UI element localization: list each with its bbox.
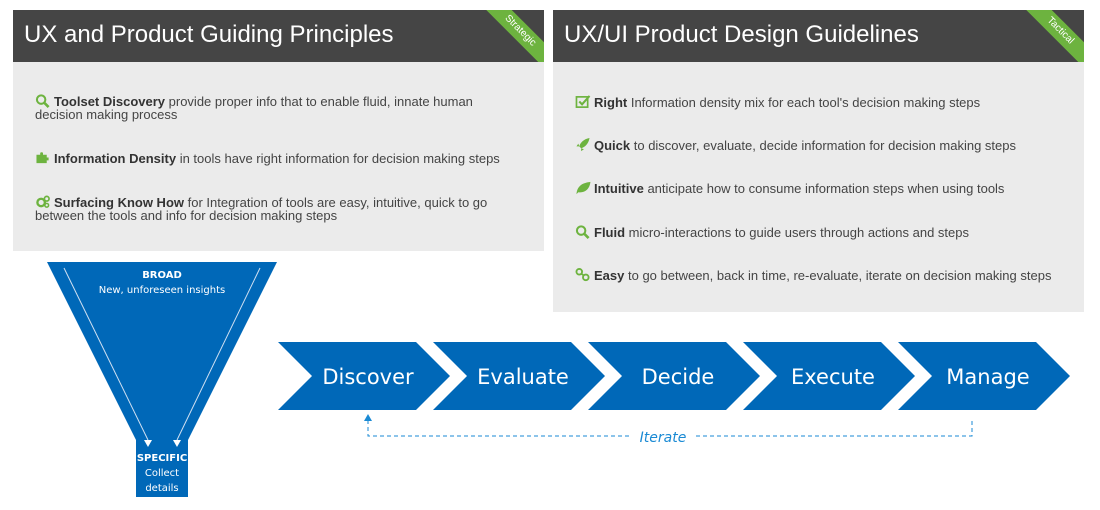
- list-item: Fluid micro-interactions to guide users …: [575, 225, 1064, 239]
- item-text: in tools have right information for deci…: [176, 151, 500, 166]
- funnel-specific-line1: Collect: [145, 468, 179, 479]
- step-chevron-evaluate: [433, 342, 605, 410]
- item-bold: Right: [594, 95, 628, 110]
- leaf-icon: [576, 181, 591, 195]
- list-item: Right Information density mix for each t…: [575, 95, 1064, 109]
- list-item: Surfacing Know How for Integration of to…: [35, 195, 524, 222]
- iterate-label: Iterate: [640, 430, 687, 446]
- item-text: to go between, back in time, re-evaluate…: [624, 268, 1052, 283]
- item-text: Information density mix for each tool's …: [627, 95, 981, 110]
- item-text: provide proper info that to enable fluid…: [35, 94, 473, 122]
- funnel-arrow-left: [63, 267, 149, 441]
- iterate-loop-line-right: [696, 418, 973, 437]
- step-label: Execute: [791, 365, 875, 389]
- item-text: anticipate how to consume information st…: [643, 181, 1005, 196]
- iterate-loop-line: [367, 420, 630, 437]
- item-bold: Surfacing Know How: [54, 195, 184, 210]
- funnel-arrowhead-right: [173, 440, 181, 447]
- search-icon: [575, 225, 590, 239]
- funnel-arrowhead-left: [144, 440, 152, 447]
- item-text: micro-interactions to guide users throug…: [625, 225, 970, 240]
- step-chevron-discover: [278, 342, 450, 410]
- guidelines-header: UX/UI Product Design Guidelines Tactical: [553, 10, 1084, 62]
- funnel-specific-line2: details: [145, 483, 178, 494]
- step-label: Evaluate: [477, 365, 569, 389]
- list-item: Easy to go between, back in time, re-eva…: [575, 268, 1064, 282]
- item-bold: Easy: [594, 268, 625, 283]
- step-label: Discover: [322, 365, 414, 389]
- principles-panel: UX and Product Guiding Principles Strate…: [13, 10, 544, 251]
- list-item: Quick to discover, evaluate, decide info…: [575, 138, 1064, 152]
- funnel-broad-text: New, unforeseen insights: [99, 285, 225, 296]
- principles-header: UX and Product Guiding Principles Strate…: [13, 10, 544, 62]
- puzzle-icon: [36, 152, 49, 164]
- funnel-specific-label: SPECIFIC: [137, 453, 187, 464]
- item-bold: Fluid: [594, 225, 626, 240]
- step-label: Decide: [642, 365, 715, 389]
- step-chevron-manage: [898, 342, 1070, 410]
- item-bold: Information Density: [54, 151, 177, 166]
- principles-title: UX and Product Guiding Principles: [24, 21, 394, 48]
- step-chevron-execute: [743, 342, 915, 410]
- item-text: for Integration of tools are easy, intui…: [35, 195, 488, 223]
- gears-icon: [36, 195, 50, 208]
- item-text: to discover, evaluate, decide informatio…: [630, 138, 1016, 153]
- funnel-shape: [47, 262, 277, 497]
- funnel-arrow-right: [176, 267, 261, 441]
- item-bold: Toolset Discovery: [54, 94, 166, 109]
- step-chevron-decide: [588, 342, 760, 410]
- link-icon: [575, 268, 590, 282]
- rocket-icon: [576, 138, 590, 152]
- guidelines-title: UX/UI Product Design Guidelines: [564, 21, 919, 48]
- step-label: Manage: [946, 365, 1029, 389]
- funnel-broad-label: BROAD: [142, 270, 182, 281]
- item-bold: Quick: [594, 138, 631, 153]
- list-item: Intuitive anticipate how to consume info…: [575, 181, 1064, 195]
- list-item: Information Density in tools have right …: [35, 151, 524, 165]
- checkbox-icon: [575, 95, 591, 108]
- item-bold: Intuitive: [594, 181, 644, 196]
- iterate-arrowhead: [364, 414, 372, 421]
- guidelines-panel: UX/UI Product Design Guidelines Tactical…: [553, 10, 1084, 312]
- list-item: Toolset Discovery provide proper info th…: [35, 94, 524, 121]
- search-icon: [35, 94, 50, 108]
